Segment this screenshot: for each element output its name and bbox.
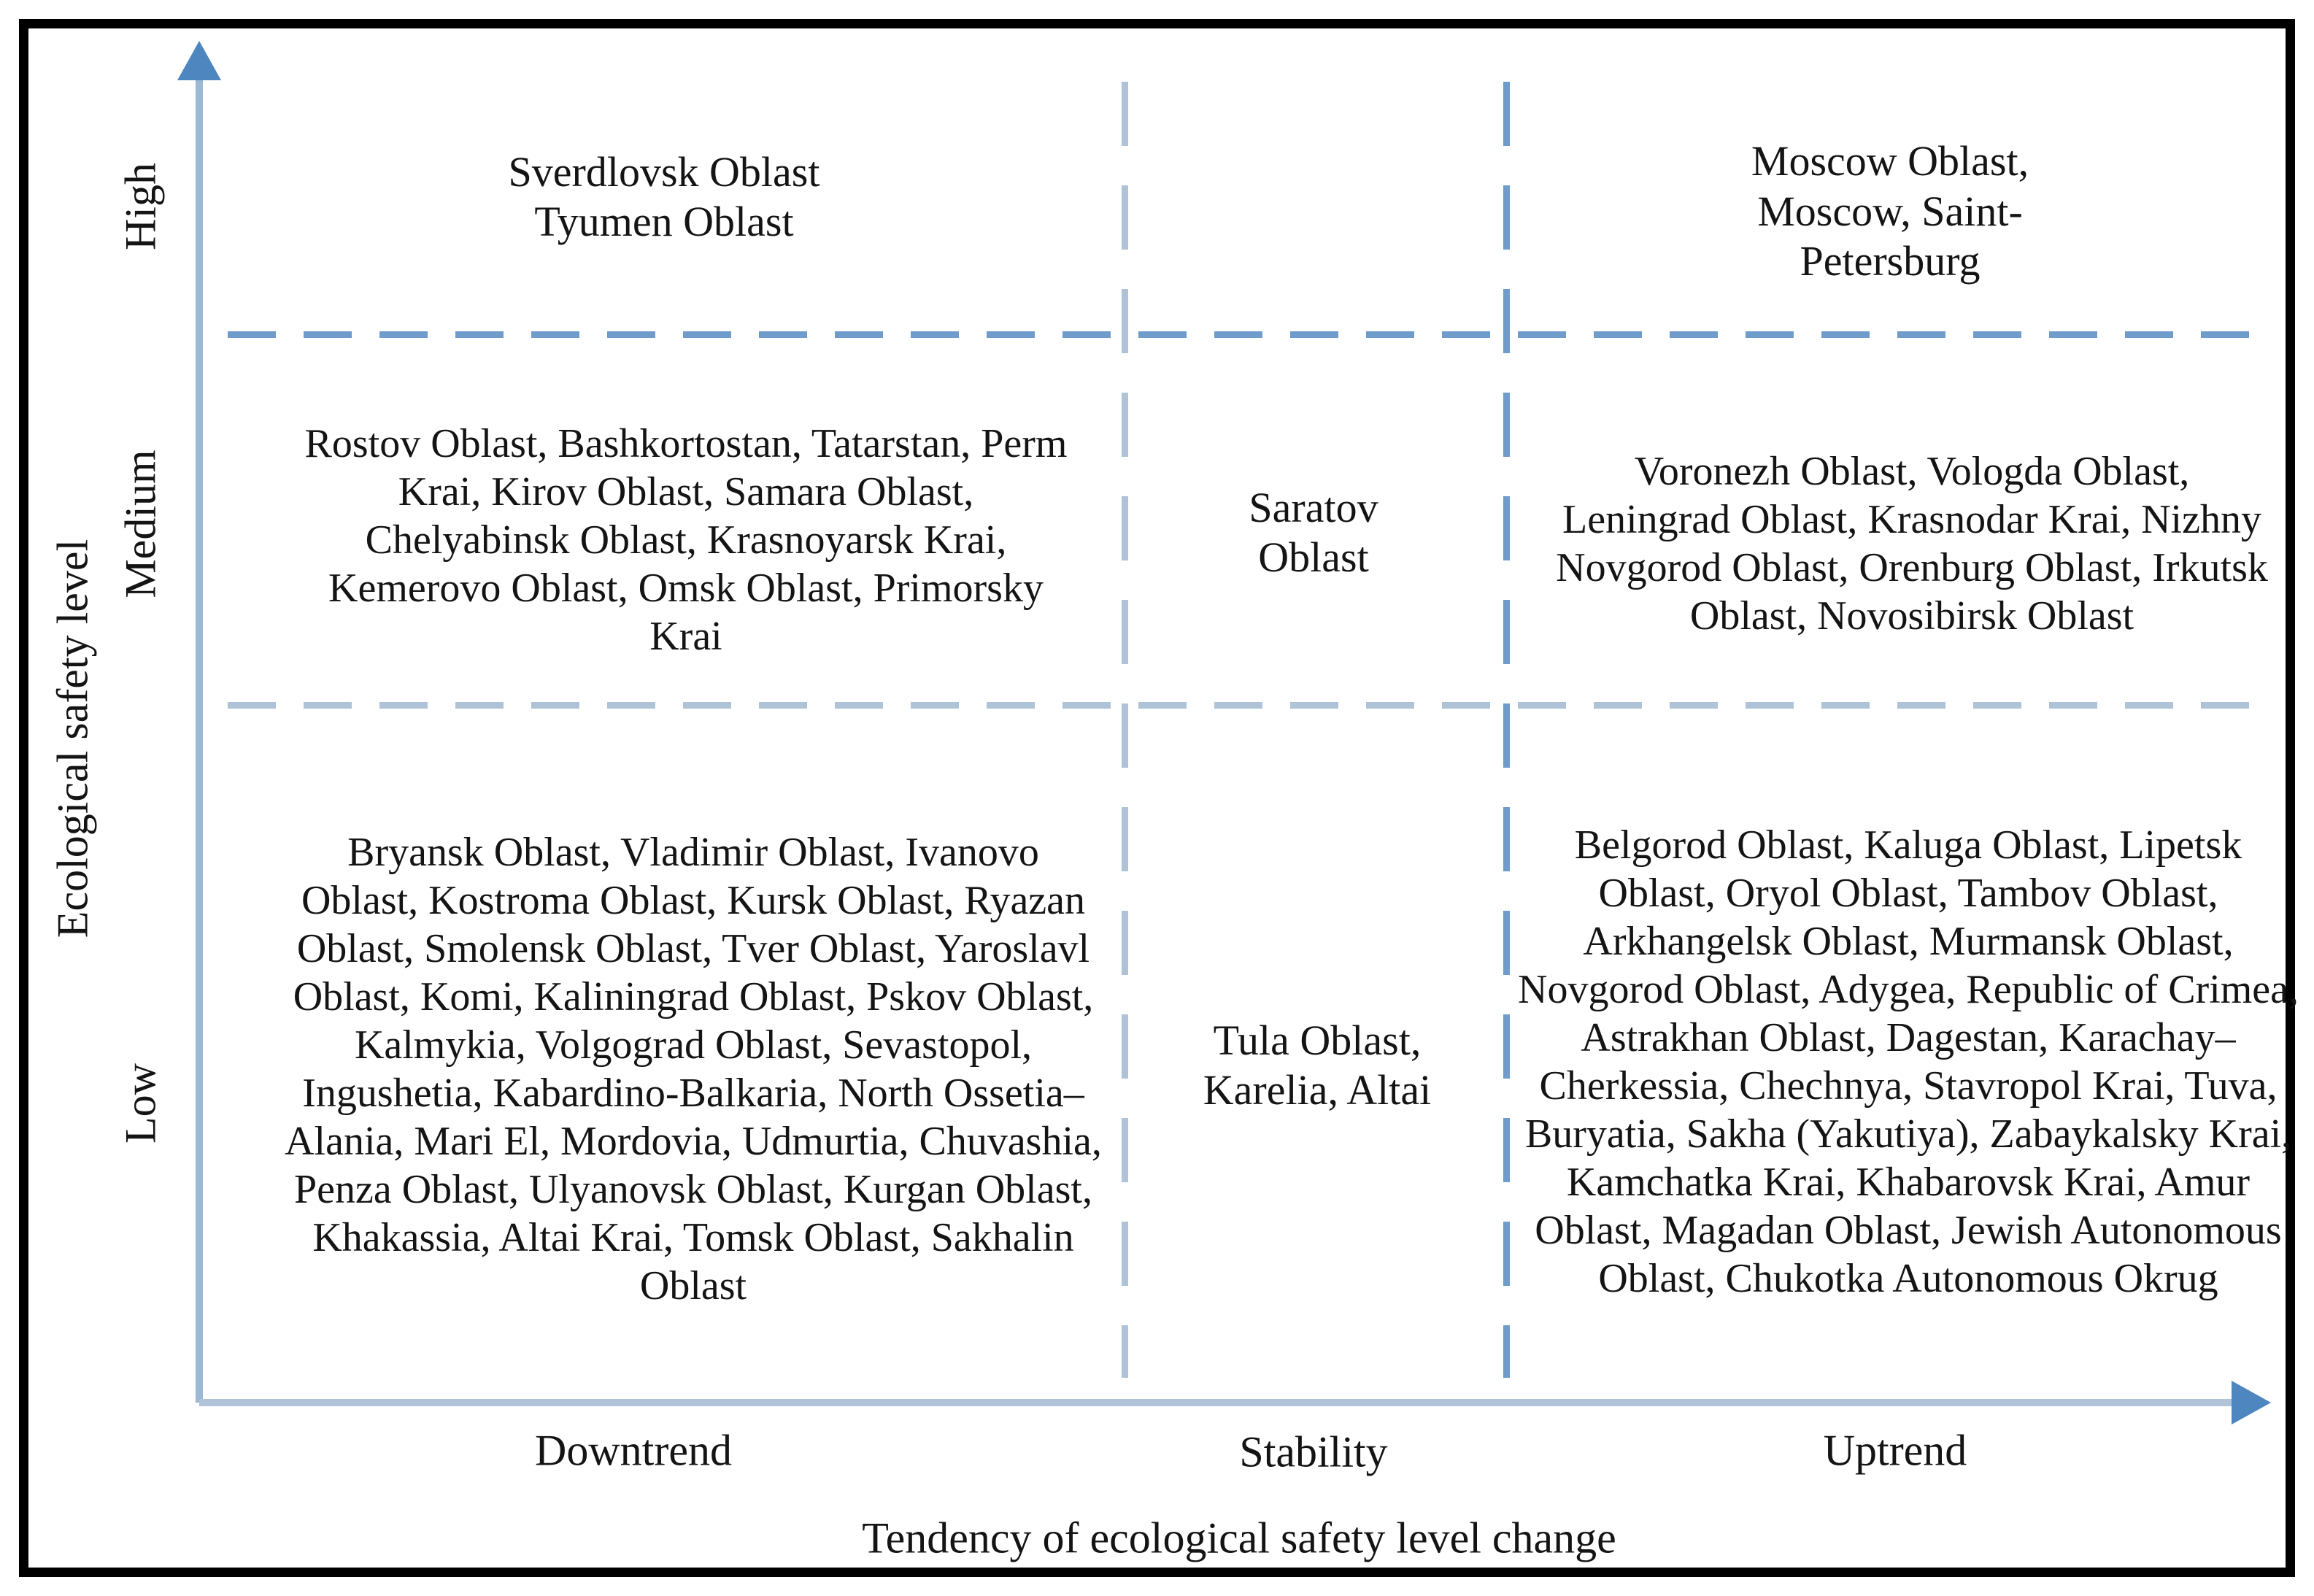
y-tick-medium: Medium: [116, 450, 165, 598]
x-tick-stability: Stability: [1239, 1427, 1388, 1476]
grid-divider-horizontal-1: [228, 331, 2249, 338]
cell-medium-uptrend: Voronezh Oblast, Vologda Oblast, Leningr…: [1556, 448, 2268, 639]
cell-medium-downtrend: Rostov Oblast, Bashkortostan, Tatarstan,…: [304, 420, 1068, 660]
grid-divider-vertical-2: [1503, 82, 1510, 1378]
x-tick-uptrend: Uptrend: [1823, 1426, 1967, 1475]
cell-low-uptrend: Belgorod Oblast, Kaluga Oblast, Lipetsk …: [1518, 822, 2299, 1302]
x-axis-arrow-icon: [2232, 1381, 2271, 1425]
y-tick-high: High: [116, 163, 165, 250]
cell-high-downtrend: Sverdlovsk Oblast Tyumen Oblast: [508, 147, 820, 245]
x-tick-downtrend: Downtrend: [535, 1426, 732, 1475]
cell-medium-stability: Saratov Oblast: [1249, 483, 1378, 581]
cell-low-downtrend: Bryansk Oblast, Vladimir Oblast, Ivanovo…: [285, 829, 1102, 1309]
y-tick-low: Low: [116, 1063, 165, 1144]
y-axis-line: [196, 53, 203, 1403]
cell-low-stability: Tula Oblast, Karelia, Altai: [1203, 1016, 1432, 1114]
x-axis-line: [199, 1399, 2235, 1406]
grid-divider-vertical-1: [1122, 82, 1128, 1378]
cell-high-uptrend: Moscow Oblast, Moscow, Saint-Petersburg: [1751, 137, 2029, 285]
grid-divider-horizontal-2: [228, 702, 2249, 709]
y-axis-arrow-icon: [177, 41, 221, 80]
y-axis-title: Ecological safety level: [48, 539, 97, 938]
x-axis-title: Tendency of ecological safety level chan…: [862, 1514, 1616, 1562]
